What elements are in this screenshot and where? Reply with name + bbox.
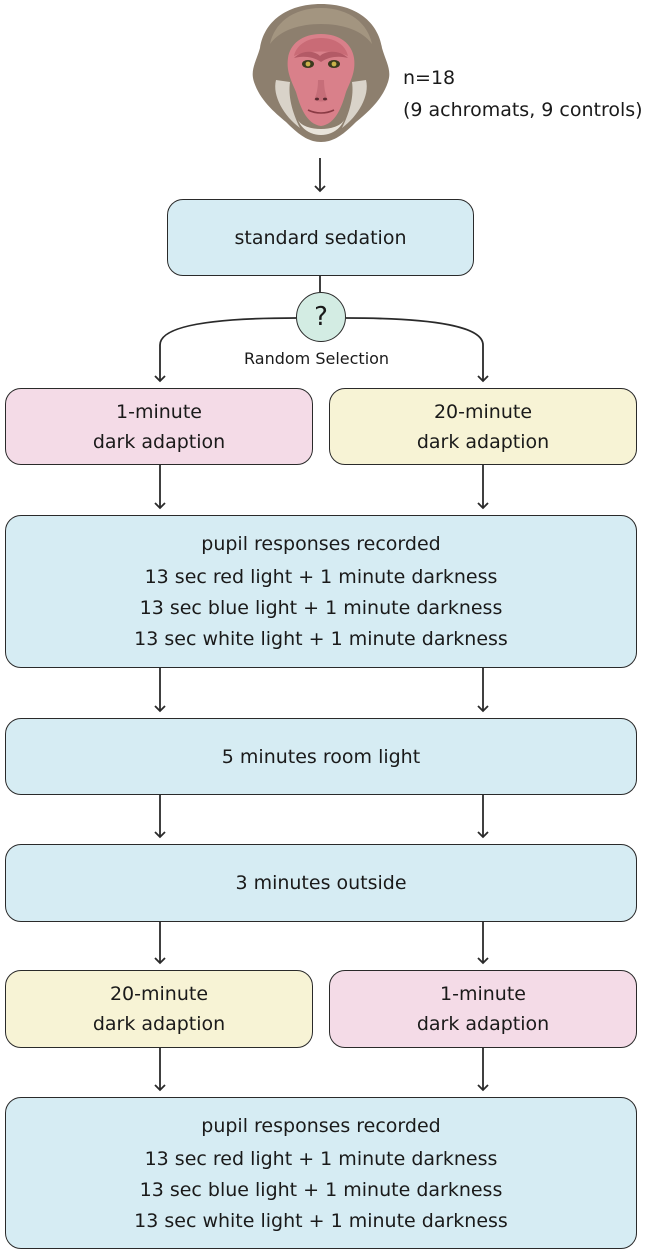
recording-1-white: 13 sec white light + 1 minute darkness: [134, 628, 508, 650]
second-left-adaption-box: 20-minute dark adaption: [5, 970, 313, 1048]
room-light-box: 5 minutes room light: [5, 718, 637, 795]
first-left-label: dark adaption: [92, 430, 226, 453]
recording-2-white: 13 sec white light + 1 minute darkness: [134, 1209, 508, 1232]
recording-2-blue: 13 sec blue light + 1 minute darkness: [139, 1178, 503, 1201]
first-left-adaption-box: 1-minute dark adaption: [5, 388, 313, 465]
recording-2-red: 13 sec red light + 1 minute darkness: [144, 1147, 498, 1170]
sedation-label: standard sedation: [234, 226, 407, 249]
recording-box-2: pupil responses recorded 13 sec red ligh…: [5, 1097, 637, 1249]
subject-count-info: n=18 (9 achromats, 9 controls): [403, 62, 643, 126]
first-right-label: dark adaption: [416, 430, 550, 453]
second-right-adaption-box: 1-minute dark adaption: [329, 970, 637, 1048]
outside-label: 3 minutes outside: [235, 872, 407, 894]
subject-breakdown: (9 achromats, 9 controls): [403, 99, 643, 121]
second-left-label: dark adaption: [92, 1013, 226, 1035]
recording-box-1: pupil responses recorded 13 sec red ligh…: [5, 515, 637, 668]
random-selection-label: Random Selection: [244, 349, 390, 368]
second-right-duration: 1-minute: [440, 983, 526, 1005]
recording-2-title: pupil responses recorded: [201, 1114, 441, 1137]
random-selection-icon: ?: [296, 292, 346, 342]
first-right-adaption-box: 20-minute dark adaption: [329, 388, 637, 465]
recording-1-red: 13 sec red light + 1 minute darkness: [144, 566, 498, 588]
macaque-face-illustration: [252, 4, 390, 142]
question-mark: ?: [314, 302, 328, 332]
subject-count: n=18: [403, 67, 456, 89]
first-right-duration: 20-minute: [433, 400, 533, 423]
outside-box: 3 minutes outside: [5, 844, 637, 922]
sedation-box: standard sedation: [167, 199, 474, 276]
first-left-duration: 1-minute: [116, 400, 202, 423]
second-right-label: dark adaption: [416, 1013, 550, 1035]
second-left-duration: 20-minute: [109, 983, 209, 1005]
recording-1-title: pupil responses recorded: [201, 533, 441, 555]
room-light-label: 5 minutes room light: [221, 745, 421, 768]
recording-1-blue: 13 sec blue light + 1 minute darkness: [139, 597, 503, 619]
